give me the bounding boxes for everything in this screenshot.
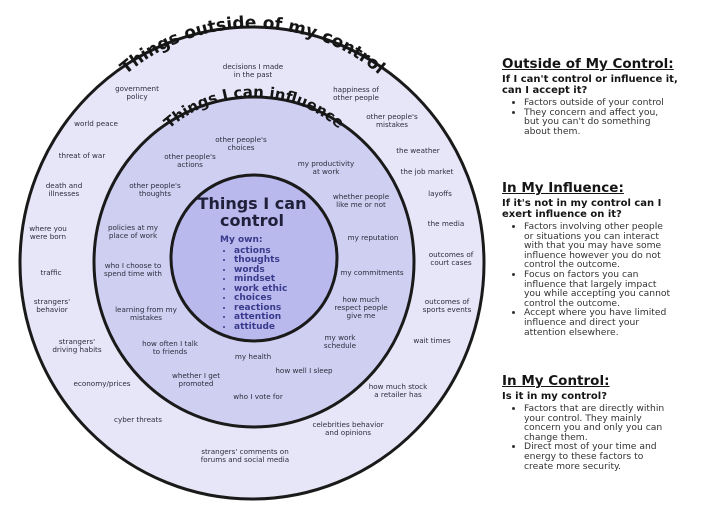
outer-item: strangers' comments on forums and social… [200, 447, 290, 464]
outer-item: cyber threats [114, 415, 162, 424]
inner-item: work ethic [234, 284, 287, 295]
middle-item: how much respect people give me [334, 295, 388, 320]
middle-item: my health [234, 352, 272, 361]
control-bullet: Factors that are directly within your co… [524, 404, 714, 442]
inner-list-heading: My own: [220, 235, 263, 245]
influence-bullet: Accept where you have limited influence … [524, 308, 714, 337]
outer-item: the weather [396, 146, 440, 155]
outer-item: world peace [74, 119, 118, 128]
control-heading: In My Control: [502, 373, 610, 389]
inner-item: choices [234, 293, 287, 304]
inner-item: reactions [234, 303, 287, 314]
outer-item: other people's mistakes [366, 112, 418, 129]
circle-rings: Things outside of my control Things I ca… [18, 13, 486, 501]
inner-item: attention [234, 312, 287, 323]
inner-item: actions [234, 246, 287, 257]
outer-item: threat of war [58, 151, 106, 160]
outside-control-question: If I can't control or influence it, can … [502, 74, 678, 96]
outer-item: the media [427, 219, 465, 228]
outer-item: strangers' behavior [33, 297, 71, 314]
inner-item: words [234, 265, 287, 276]
outer-item: death and illnesses [45, 181, 83, 198]
middle-item: other people's actions [164, 152, 216, 169]
middle-item: whether I get promoted [171, 371, 221, 388]
middle-item: other people's thoughts [129, 181, 181, 198]
middle-item: how well I sleep [275, 366, 333, 375]
outer-item: how much stock a retailer has [368, 382, 428, 399]
influence-heading: In My Influence: [502, 180, 624, 196]
outside-control-section: Outside of My Control: If I can't contro… [502, 56, 714, 136]
middle-item: my commitments [340, 268, 404, 277]
control-question: Is it in my control? [502, 391, 608, 402]
influence-section: In My Influence: If it's not in my contr… [502, 180, 714, 337]
inner-item: attitude [234, 322, 287, 333]
influence-bullet: Factors involving other people or situat… [524, 222, 714, 270]
circle-of-control-diagram: Things outside of my control Things I ca… [0, 0, 500, 513]
middle-item: my work schedule [323, 333, 357, 350]
outer-item: layoffs [428, 189, 452, 198]
middle-item: who I vote for [233, 392, 283, 401]
outer-item: outcomes of court cases [428, 250, 474, 267]
middle-item: policies at my place of work [107, 223, 159, 240]
outer-item: wait times [413, 336, 451, 345]
outer-item: traffic [40, 268, 62, 277]
outer-item: decisions I made in the past [222, 62, 284, 79]
middle-item: how often I talk to friends [142, 339, 198, 356]
influence-question: If it's not in my control can I exert in… [502, 198, 662, 220]
outer-item: outcomes of sports events [422, 297, 472, 314]
outside-control-bullet: They concern and affect you, but you can… [524, 107, 714, 137]
outer-item: celebrities behavior and opinions [312, 420, 384, 437]
middle-item: my productivity at work [297, 159, 355, 176]
outside-control-bullet: Factors outside of your control [524, 98, 714, 108]
middle-item: other people's choices [215, 135, 267, 152]
outer-item: strangers' driving habits [52, 337, 102, 354]
influence-bullet: Focus on factors you can influence that … [524, 270, 714, 308]
inner-circle-title: Things I can control [197, 194, 307, 230]
middle-item: my reputation [347, 233, 399, 242]
inner-circle [169, 173, 339, 343]
middle-item: learning from my mistakes [115, 305, 177, 322]
outer-item: happiness of other people [333, 85, 379, 102]
middle-item: whether people like me or not [332, 192, 390, 209]
outer-item: economy/prices [73, 379, 131, 388]
outside-control-heading: Outside of My Control: [502, 56, 674, 72]
outer-item: where you were born [29, 224, 67, 241]
outer-item: the job market [400, 167, 454, 176]
inner-item: mindset [234, 274, 287, 285]
inner-item: thoughts [234, 255, 287, 266]
middle-item: who I choose to spend time with [104, 261, 162, 278]
outer-item: government policy [115, 84, 159, 101]
control-bullet: Direct most of your time and energy to t… [524, 442, 714, 471]
inner-circle-list: My own: actions thoughts words mindset w… [220, 235, 287, 333]
control-section: In My Control: Is it in my control? Fact… [502, 373, 714, 471]
